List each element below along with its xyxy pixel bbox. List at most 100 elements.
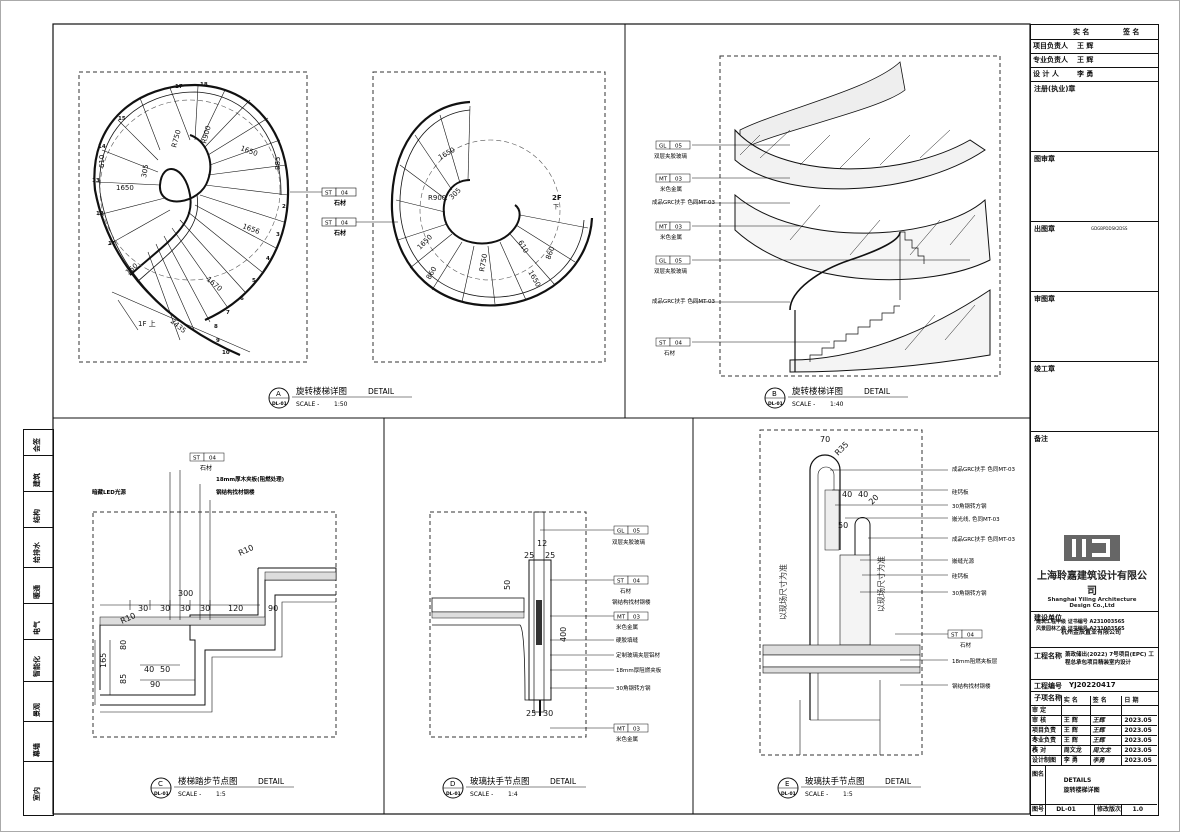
dim: 50 — [503, 580, 512, 590]
note: 暗藏LED光源 — [92, 488, 126, 496]
tag-code: MT — [659, 177, 668, 183]
dim: 610 — [98, 155, 106, 168]
strip-label: 暖通 — [33, 585, 41, 599]
scale-label: SCALE - — [296, 401, 319, 408]
tag-text: 18mm阻燃夹板层 — [952, 657, 998, 665]
tag-text: 硬胶填缝 — [616, 636, 639, 644]
dim: 30 — [543, 709, 553, 718]
dim: 305 — [140, 164, 150, 179]
signature: 周文龙 — [1091, 746, 1123, 755]
tag-text: 双层夹胶玻璃 — [612, 538, 646, 546]
dim: 20 — [867, 493, 881, 507]
tag-num: 04 — [675, 341, 682, 347]
dim: R750 — [478, 253, 489, 272]
dim: 90 — [150, 680, 160, 689]
plan-b-upper: 1650 R900 1650 860 R750 1650 860 305 610… — [372, 71, 606, 363]
dim: 30 — [180, 604, 190, 613]
drawing-name: DETAILS 旋转楼梯详图 — [1046, 766, 1157, 804]
label: 2F — [552, 194, 562, 202]
tag-code: MT — [617, 727, 626, 733]
dim: 165 — [99, 653, 108, 668]
dim: 1670 — [205, 275, 224, 293]
view-title: 楼梯踏步节点图 — [178, 776, 238, 787]
step-num: 3 — [276, 232, 280, 238]
tag-text: 米色金属 — [616, 735, 638, 743]
tag-code: ST — [617, 579, 624, 585]
view-detail: DETAIL — [550, 777, 577, 786]
section-label: 审图章 — [1034, 295, 1055, 303]
tag-text: 双层夹胶玻璃 — [654, 267, 688, 275]
detail-c: ST 04 石材 暗藏LED光源 18mm厚木夹板(阻燃处理) 钢结构找材钢楼 … — [92, 452, 337, 738]
tag-num: 03 — [633, 727, 640, 733]
view-title: 玻璃扶手节点图 — [805, 776, 865, 787]
detail-d: 25 12 25 50 400 25 30 GL 05 双层夹胶玻璃 ST 04… — [429, 511, 662, 743]
dim: 40 — [842, 490, 852, 499]
tag-text: 嵌缝光源 — [952, 557, 975, 565]
dim: 300 — [178, 589, 193, 598]
tag-text: 米色金属 — [616, 623, 638, 631]
scale: 1:5 — [216, 791, 226, 798]
view-code: DL-01 — [781, 791, 796, 797]
drawing-label: 图名 — [1030, 766, 1046, 804]
project-no: YJ20220417 — [1069, 681, 1116, 689]
license-line: 风景园林乙级 证书编号 A231003565 — [1036, 626, 1125, 632]
label: 下 — [553, 204, 559, 211]
elevation-b-tags: GL 05 双层夹胶玻璃 MT 03 米色金属 成品GRC扶手 色同MT-03 … — [652, 140, 970, 357]
person: 李 勇 — [1062, 756, 1091, 765]
scale: 1:5 — [843, 791, 853, 798]
signature: 王辉 — [1091, 726, 1123, 735]
dim: 40 — [144, 665, 154, 674]
tag-text: 石材 — [664, 349, 676, 357]
scale-label: SCALE - — [178, 791, 201, 798]
col-header: 实 名 — [1073, 28, 1090, 36]
role: 设 计 人 — [1033, 70, 1059, 78]
date: 2023.05 — [1124, 727, 1152, 734]
view-id: D — [450, 780, 455, 788]
dim: R35 — [833, 440, 851, 458]
date: 2023.05 — [1124, 737, 1152, 744]
tag-text: 石材 — [333, 199, 346, 207]
owner-label: 建设单位 — [1034, 614, 1062, 622]
company-name-en: Shanghai Yiling Architecture Design Co.,… — [1047, 597, 1137, 609]
view-id: B — [772, 390, 777, 398]
person: 周文龙 — [1062, 746, 1091, 755]
stamp-text: GDGBPDDSK2DSS — [1091, 226, 1128, 231]
tag-code: GL — [659, 259, 667, 265]
tag-text: 定制玻璃夹层铝材 — [616, 651, 661, 659]
tag-num: 04 — [967, 633, 974, 639]
view-title-e: E DL-01 玻璃扶手节点图 DETAIL SCALE - 1:5 — [777, 776, 921, 799]
tag-code: ST — [951, 633, 958, 639]
dim: 50 — [838, 521, 848, 530]
project-name: 萧政储出(2022) 7号项目(EPC) 工程总承包项目精装室内设计 — [1065, 652, 1154, 666]
dim: 80 — [119, 640, 128, 650]
view-code: DL-01 — [272, 401, 287, 407]
plan-a-tags: ST 04 石材 ST 04 石材 — [290, 187, 398, 237]
dim: 12 — [537, 539, 547, 548]
tag-num: 03 — [633, 615, 640, 621]
person: 王 辉 — [1062, 726, 1091, 735]
scale: 1:50 — [334, 401, 348, 408]
tag-num: 04 — [341, 191, 348, 197]
step-num: 12 — [96, 211, 104, 217]
step-num: 11 — [108, 241, 116, 247]
view-title-b: B DL-01 旋转楼梯详图 DETAIL SCALE - 1:40 — [764, 386, 908, 409]
plan-a: 17 18 15 14 13 12 11 2 3 4 5 6 7 8 9 10 … — [78, 71, 308, 363]
tag-text: 石材 — [620, 587, 632, 595]
tag-text: 米色金属 — [660, 233, 682, 241]
dim: 860 — [425, 265, 439, 281]
person: 王 辉 — [1062, 716, 1091, 725]
vertical-note: 以现场尺寸为准 — [876, 556, 886, 612]
signature: 王辉 — [1091, 716, 1123, 725]
strip-label: 景观 — [33, 703, 41, 717]
step-num: 4 — [266, 256, 270, 262]
role: 校 对 — [1030, 746, 1062, 755]
view-code: DL-01 — [154, 791, 169, 797]
section-label: 备注 — [1034, 435, 1048, 443]
vertical-note: 以现场尺寸为准 — [778, 564, 788, 620]
role: 审 核 — [1030, 716, 1062, 725]
scale-label: SCALE - — [792, 401, 815, 408]
tag-text: 成品GRC扶手 色同MT-03 — [652, 198, 715, 206]
tag-text: 成品GRC扶手 色同MT-03 — [652, 297, 715, 305]
